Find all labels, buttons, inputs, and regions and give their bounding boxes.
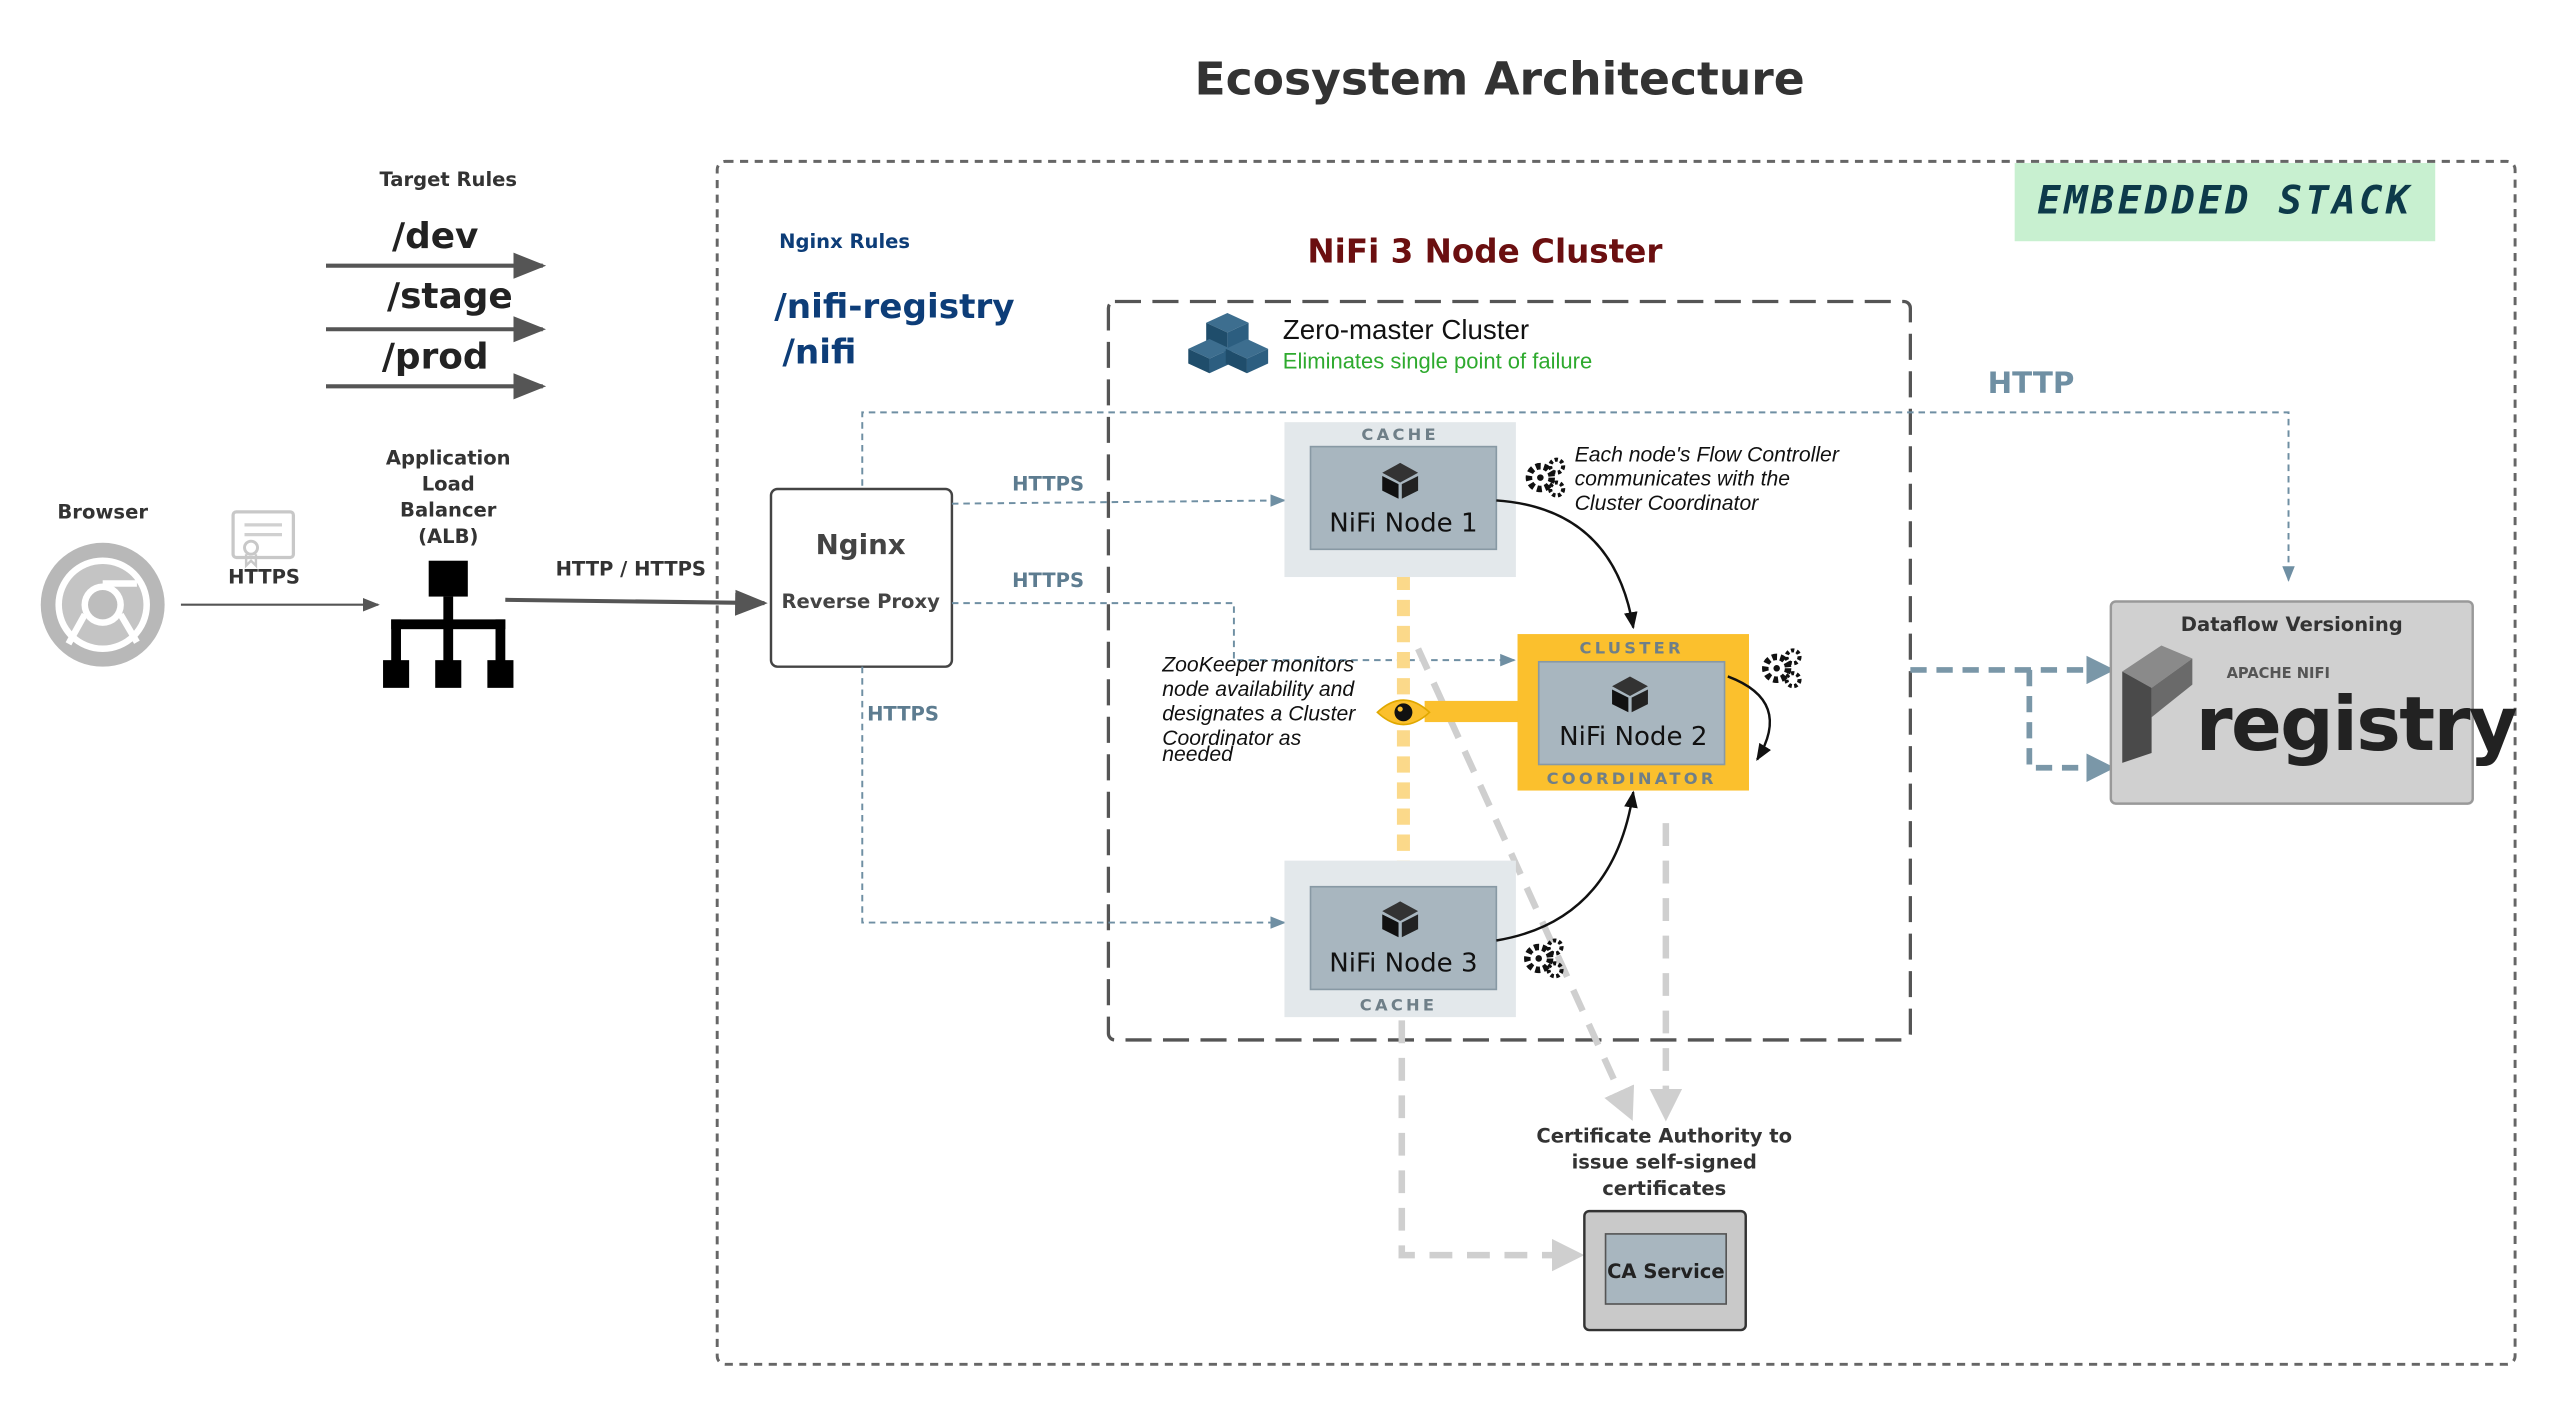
chrome-icon bbox=[40, 542, 165, 667]
nginx-name: Nginx bbox=[816, 528, 906, 561]
cubes-icon bbox=[1188, 312, 1269, 374]
svg-text:Application: Application bbox=[386, 447, 511, 470]
node2-name: NiFi Node 2 bbox=[1559, 722, 1707, 752]
registry-heading: Dataflow Versioning bbox=[2181, 613, 2403, 636]
node2-cluster-caption: CLUSTER bbox=[1579, 639, 1683, 658]
svg-text:needed: needed bbox=[1162, 743, 1234, 766]
svg-text:Certificate Authority to: Certificate Authority to bbox=[1536, 1125, 1792, 1148]
ca-label: Certificate Authority to issue self-sign… bbox=[1536, 1125, 1792, 1200]
nginx-subtitle: Reverse Proxy bbox=[781, 590, 940, 613]
embedded-stack-badge: EMBEDDED STACK bbox=[2014, 163, 2436, 242]
registry-logo-icon bbox=[2122, 645, 2193, 763]
nifi-node-2-coordinator: CLUSTER NiFi Node 2 COORDINATOR bbox=[1517, 634, 1749, 791]
node3-to-coordinator-arrow bbox=[1496, 790, 1638, 942]
gears-icon bbox=[1762, 648, 1802, 689]
target-route-list: /dev /stage /prod bbox=[325, 216, 547, 400]
svg-text:Load: Load bbox=[422, 473, 475, 496]
gears-icon bbox=[1524, 938, 1564, 979]
registry-brand-big: registry bbox=[2196, 680, 2517, 768]
node2-coordinator-caption: COORDINATOR bbox=[1547, 769, 1717, 788]
nginx-to-node1-link bbox=[951, 494, 1287, 507]
nginx-rule-nifi: /nifi bbox=[782, 332, 856, 372]
alb-nginx-protocol: HTTP / HTTPS bbox=[556, 557, 706, 580]
zookeeper-coordinator-link bbox=[1424, 700, 1520, 723]
alb-label: Application Load Balancer (ALB) bbox=[386, 447, 511, 548]
cluster-title: NiFi 3 Node Cluster bbox=[1307, 232, 1662, 270]
svg-text:(ALB): (ALB) bbox=[418, 525, 478, 548]
target-route-dev: /dev bbox=[392, 216, 478, 257]
svg-text:Each node's Flow Controller: Each node's Flow Controller bbox=[1575, 443, 1840, 466]
node1-cache-caption: CACHE bbox=[1361, 425, 1439, 444]
nginx-rules-heading: Nginx Rules bbox=[779, 230, 910, 253]
nifi-node-1: CACHE NiFi Node 1 bbox=[1284, 422, 1516, 578]
nginx-reverse-proxy: Nginx Reverse Proxy bbox=[769, 487, 954, 668]
ca-service-box: CA Service bbox=[1583, 1209, 1747, 1332]
nginx-rule-nifi-registry: /nifi-registry bbox=[774, 287, 1014, 327]
cluster-to-ca-link bbox=[1415, 647, 1635, 1121]
svg-text:Balancer: Balancer bbox=[400, 499, 497, 522]
browser-alb-protocol: HTTPS bbox=[228, 566, 300, 589]
nifi-node-3: NiFi Node 3 CACHE bbox=[1284, 860, 1516, 1018]
browser-label: Browser bbox=[57, 500, 148, 523]
node3-to-ca-service-link bbox=[1398, 1020, 1585, 1272]
cluster-boundary bbox=[1106, 299, 1912, 1042]
svg-text:Coordinator as: Coordinator as bbox=[1162, 727, 1301, 750]
ca-service-label: CA Service bbox=[1607, 1260, 1725, 1283]
nginx-to-registry-link bbox=[861, 411, 2295, 582]
svg-text:ZooKeeper monitors: ZooKeeper monitors bbox=[1161, 654, 1354, 677]
https-node2-label: HTTPS bbox=[1012, 569, 1084, 592]
zero-master-subtitle: Eliminates single point of failure bbox=[1283, 348, 1592, 373]
certificate-icon bbox=[231, 510, 296, 569]
svg-text:EMBEDDED STACK: EMBEDDED STACK bbox=[2037, 179, 2412, 224]
https-node3-label: HTTPS bbox=[867, 702, 939, 725]
registry-brand-small: APACHE NIFI bbox=[2227, 665, 2330, 682]
svg-text:designates a Cluster: designates a Cluster bbox=[1162, 702, 1356, 725]
eye-icon bbox=[1376, 699, 1431, 726]
node3-name: NiFi Node 3 bbox=[1329, 948, 1477, 978]
nifi-registry-box: Dataflow Versioning APACHE NIFI registry bbox=[2109, 600, 2518, 805]
diagram-title: Ecosystem Architecture bbox=[1194, 53, 1804, 106]
flow-controller-note: Each node's Flow Controller communicates… bbox=[1575, 443, 1840, 515]
network-hierarchy-icon bbox=[383, 560, 514, 688]
coordinator-self-loop bbox=[1727, 675, 1772, 762]
target-rules-heading: Target Rules bbox=[379, 168, 517, 191]
svg-text:Cluster Coordinator: Cluster Coordinator bbox=[1575, 492, 1760, 515]
https-node1-label: HTTPS bbox=[1012, 473, 1084, 496]
nginx-to-node2-link bbox=[951, 602, 1516, 667]
svg-text:communicates with the: communicates with the bbox=[1575, 468, 1791, 491]
http-registry-label: HTTP bbox=[1988, 366, 2075, 400]
cluster-to-registry-link-2 bbox=[2026, 669, 2115, 782]
node1-to-coordinator-arrow bbox=[1496, 499, 1638, 630]
svg-text:issue self-signed: issue self-signed bbox=[1572, 1151, 1757, 1174]
zero-master-title: Zero-master Cluster bbox=[1283, 314, 1529, 345]
svg-text:certificates: certificates bbox=[1602, 1177, 1726, 1200]
nginx-to-node3-link bbox=[861, 666, 1287, 929]
node3-cache-caption: CACHE bbox=[1360, 996, 1438, 1015]
zookeeper-note: ZooKeeper monitors node availability and… bbox=[1161, 654, 1356, 767]
node1-name: NiFi Node 1 bbox=[1329, 508, 1477, 538]
alb-to-nginx-arrow bbox=[505, 589, 768, 616]
svg-text:node availability and: node availability and bbox=[1162, 678, 1355, 701]
gears-icon bbox=[1525, 457, 1566, 498]
target-route-stage: /stage bbox=[387, 276, 513, 317]
target-route-prod: /prod bbox=[382, 336, 489, 377]
